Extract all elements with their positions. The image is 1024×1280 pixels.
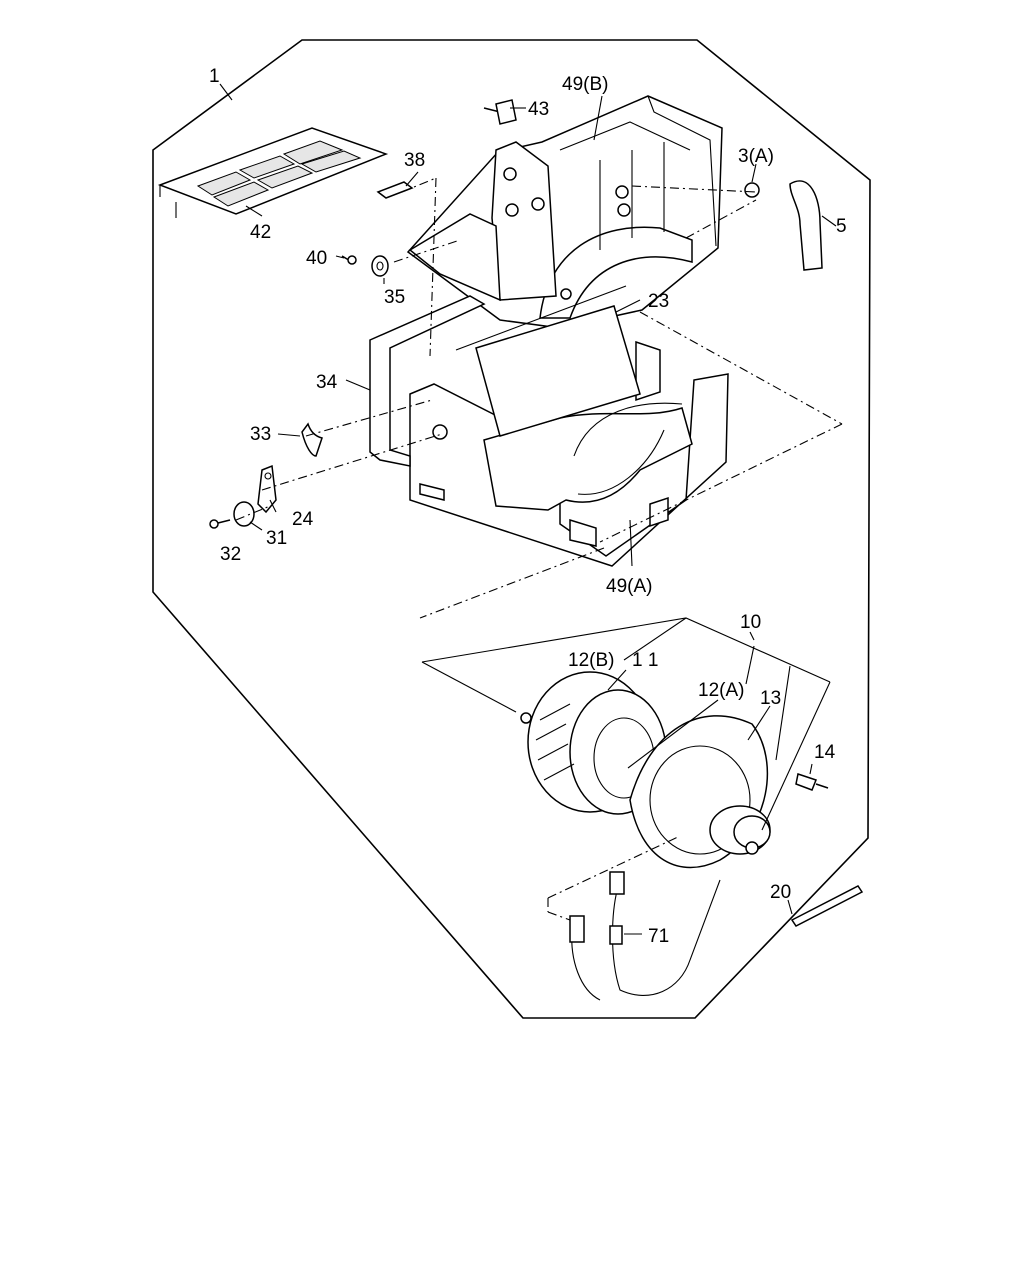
air-filter — [157, 127, 389, 218]
callout-34: 34 — [316, 372, 338, 393]
callout-49b: 49(B) — [562, 74, 608, 95]
callout-43: 43 — [528, 99, 549, 120]
callout-12a: 12(A) — [698, 680, 744, 701]
intake-door — [475, 305, 641, 437]
assembly-frame — [152, 39, 871, 1019]
callout-31: 31 — [266, 528, 287, 549]
callout-3a: 3(A) — [738, 146, 774, 167]
callout-38: 38 — [404, 150, 425, 171]
upper-blower-case — [406, 95, 723, 329]
callout-35: 35 — [384, 287, 405, 308]
knob-31 — [233, 501, 255, 527]
callout-42: 42 — [250, 222, 271, 243]
clip-12b — [520, 712, 532, 724]
case-seal-gasket — [369, 295, 486, 467]
alignment-dash-lines — [235, 177, 843, 921]
wiring-harness-71 — [569, 871, 721, 1001]
callout-71: 71 — [648, 926, 669, 947]
callout-23: 23 — [648, 291, 669, 312]
lower-blower-case — [409, 340, 729, 567]
callout-1: 1 — [209, 66, 220, 87]
screw-43 — [483, 99, 517, 125]
callout-20: 20 — [770, 882, 791, 903]
callout-33: 33 — [250, 424, 271, 445]
callout-14: 14 — [814, 742, 836, 763]
callout-40: 40 — [306, 248, 327, 269]
drain-hose-5 — [789, 180, 823, 271]
screw-40 — [341, 255, 357, 265]
clip-38 — [376, 181, 414, 199]
cable-tie-20 — [790, 885, 864, 927]
screw-32 — [209, 519, 231, 529]
bolt-14 — [795, 773, 829, 791]
callout-13: 13 — [760, 688, 781, 709]
callout-11: 1 1 — [632, 650, 658, 671]
callout-24: 24 — [292, 509, 314, 530]
nut-3a — [744, 182, 760, 198]
callout-49a: 49(A) — [606, 576, 652, 597]
callout-10: 10 — [740, 612, 761, 633]
grommet-35 — [371, 255, 389, 277]
blower-motor — [629, 715, 771, 869]
callout-5: 5 — [836, 216, 847, 237]
callout-labels: 1 49(B) 43 38 3(A) 5 42 40 35 23 34 33 2… — [209, 66, 847, 947]
link-33 — [301, 422, 323, 457]
callout-12b: 12(B) — [568, 650, 614, 671]
callout-32: 32 — [220, 544, 241, 565]
